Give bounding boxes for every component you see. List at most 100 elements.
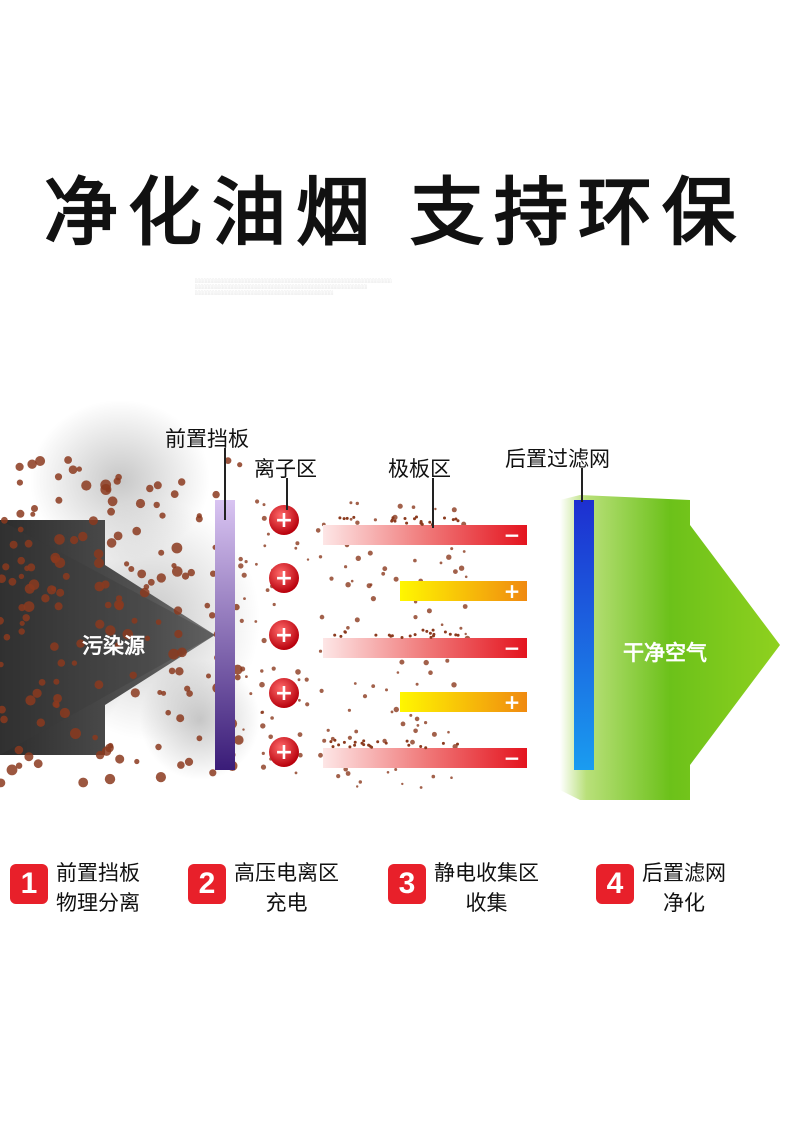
particle: [93, 549, 104, 559]
ionizer-ball: +: [269, 563, 299, 593]
particle: [401, 782, 404, 786]
particle: [415, 682, 419, 686]
charge-symbol: +: [275, 508, 293, 533]
particle: [431, 628, 435, 632]
particle: [28, 579, 40, 590]
particle: [295, 669, 301, 675]
particle: [432, 634, 435, 638]
particle: [171, 542, 183, 554]
particle: [17, 526, 24, 533]
particle-cloud: [0, 456, 471, 789]
particle: [413, 728, 418, 734]
particle: [209, 769, 217, 777]
particle: [88, 516, 98, 526]
particle: [413, 558, 417, 563]
particle: [56, 588, 65, 597]
particle: [440, 623, 444, 626]
particle: [184, 685, 191, 692]
charge-symbol: +: [275, 566, 293, 591]
particle: [407, 743, 411, 747]
particle: [113, 531, 123, 541]
step-text: 高压电离区 充电: [234, 858, 339, 918]
particle: [143, 584, 150, 590]
particle: [54, 602, 63, 611]
particle: [431, 774, 436, 779]
particle: [386, 771, 390, 774]
particle: [81, 480, 92, 491]
label-clean-air: 干净空气: [623, 641, 707, 665]
particle: [333, 633, 337, 637]
particle: [238, 563, 244, 569]
particle: [413, 633, 417, 637]
particle: [22, 614, 30, 622]
particle: [187, 568, 195, 577]
plate-polarity: −: [504, 523, 521, 547]
particle: [393, 706, 399, 713]
fine-print-watermark: ░░░░░░░░░░░░░░░░░░░░░░░░░░░░░░░░░░░░░░░░…: [195, 278, 392, 295]
particle: [419, 745, 423, 748]
label-front-baffle: 前置挡板: [165, 427, 249, 451]
particle: [64, 456, 72, 464]
particle: [266, 532, 270, 536]
particle: [349, 517, 353, 521]
particle: [453, 569, 458, 574]
particle: [462, 550, 466, 553]
particle: [18, 628, 25, 635]
plate-polarity: +: [504, 690, 521, 714]
plate-polarity: −: [504, 636, 521, 660]
particle: [259, 681, 265, 688]
negative-plate: −: [323, 523, 527, 547]
particle: [329, 740, 333, 744]
particle: [295, 541, 300, 546]
particle: [396, 671, 400, 674]
charge-symbol: +: [275, 740, 293, 765]
particle: [155, 772, 166, 783]
particle: [209, 612, 216, 619]
particle: [400, 721, 406, 727]
particle: [319, 688, 324, 693]
particle: [451, 518, 455, 522]
particle: [352, 515, 356, 519]
particle: [254, 620, 258, 623]
negative-plate: −: [323, 636, 527, 660]
particle: [27, 459, 37, 469]
particle: [414, 716, 420, 722]
particle: [350, 579, 354, 583]
particle: [19, 620, 25, 626]
ionizer-ball: +: [269, 678, 299, 708]
particle: [33, 759, 43, 769]
particle: [260, 669, 264, 673]
particle: [210, 570, 217, 577]
rear-filter: [574, 500, 594, 770]
particle: [355, 501, 359, 506]
particle: [113, 477, 121, 485]
particle: [408, 634, 412, 638]
particle: [344, 565, 348, 569]
particle: [413, 615, 418, 620]
particle: [345, 771, 351, 776]
particle: [393, 519, 397, 523]
particle: [62, 572, 70, 580]
particle: [411, 505, 416, 509]
particle: [241, 572, 247, 578]
particle: [31, 505, 38, 512]
particle: [68, 465, 78, 474]
particle: [232, 664, 243, 675]
particle: [315, 528, 321, 533]
particle: [255, 499, 260, 504]
particle: [260, 723, 266, 729]
particle: [456, 742, 459, 746]
particle: [268, 734, 274, 740]
label-rear-filter: 后置过滤网: [505, 447, 610, 471]
particle: [415, 515, 418, 519]
particle: [153, 501, 160, 509]
pollution-arrow-front: [0, 520, 215, 755]
particle: [159, 512, 166, 519]
particle: [439, 561, 443, 565]
particle: [57, 659, 66, 667]
particle: [115, 602, 124, 611]
particle: [409, 713, 413, 717]
particle: [70, 536, 79, 545]
particle: [360, 741, 364, 745]
particle: [452, 744, 458, 750]
